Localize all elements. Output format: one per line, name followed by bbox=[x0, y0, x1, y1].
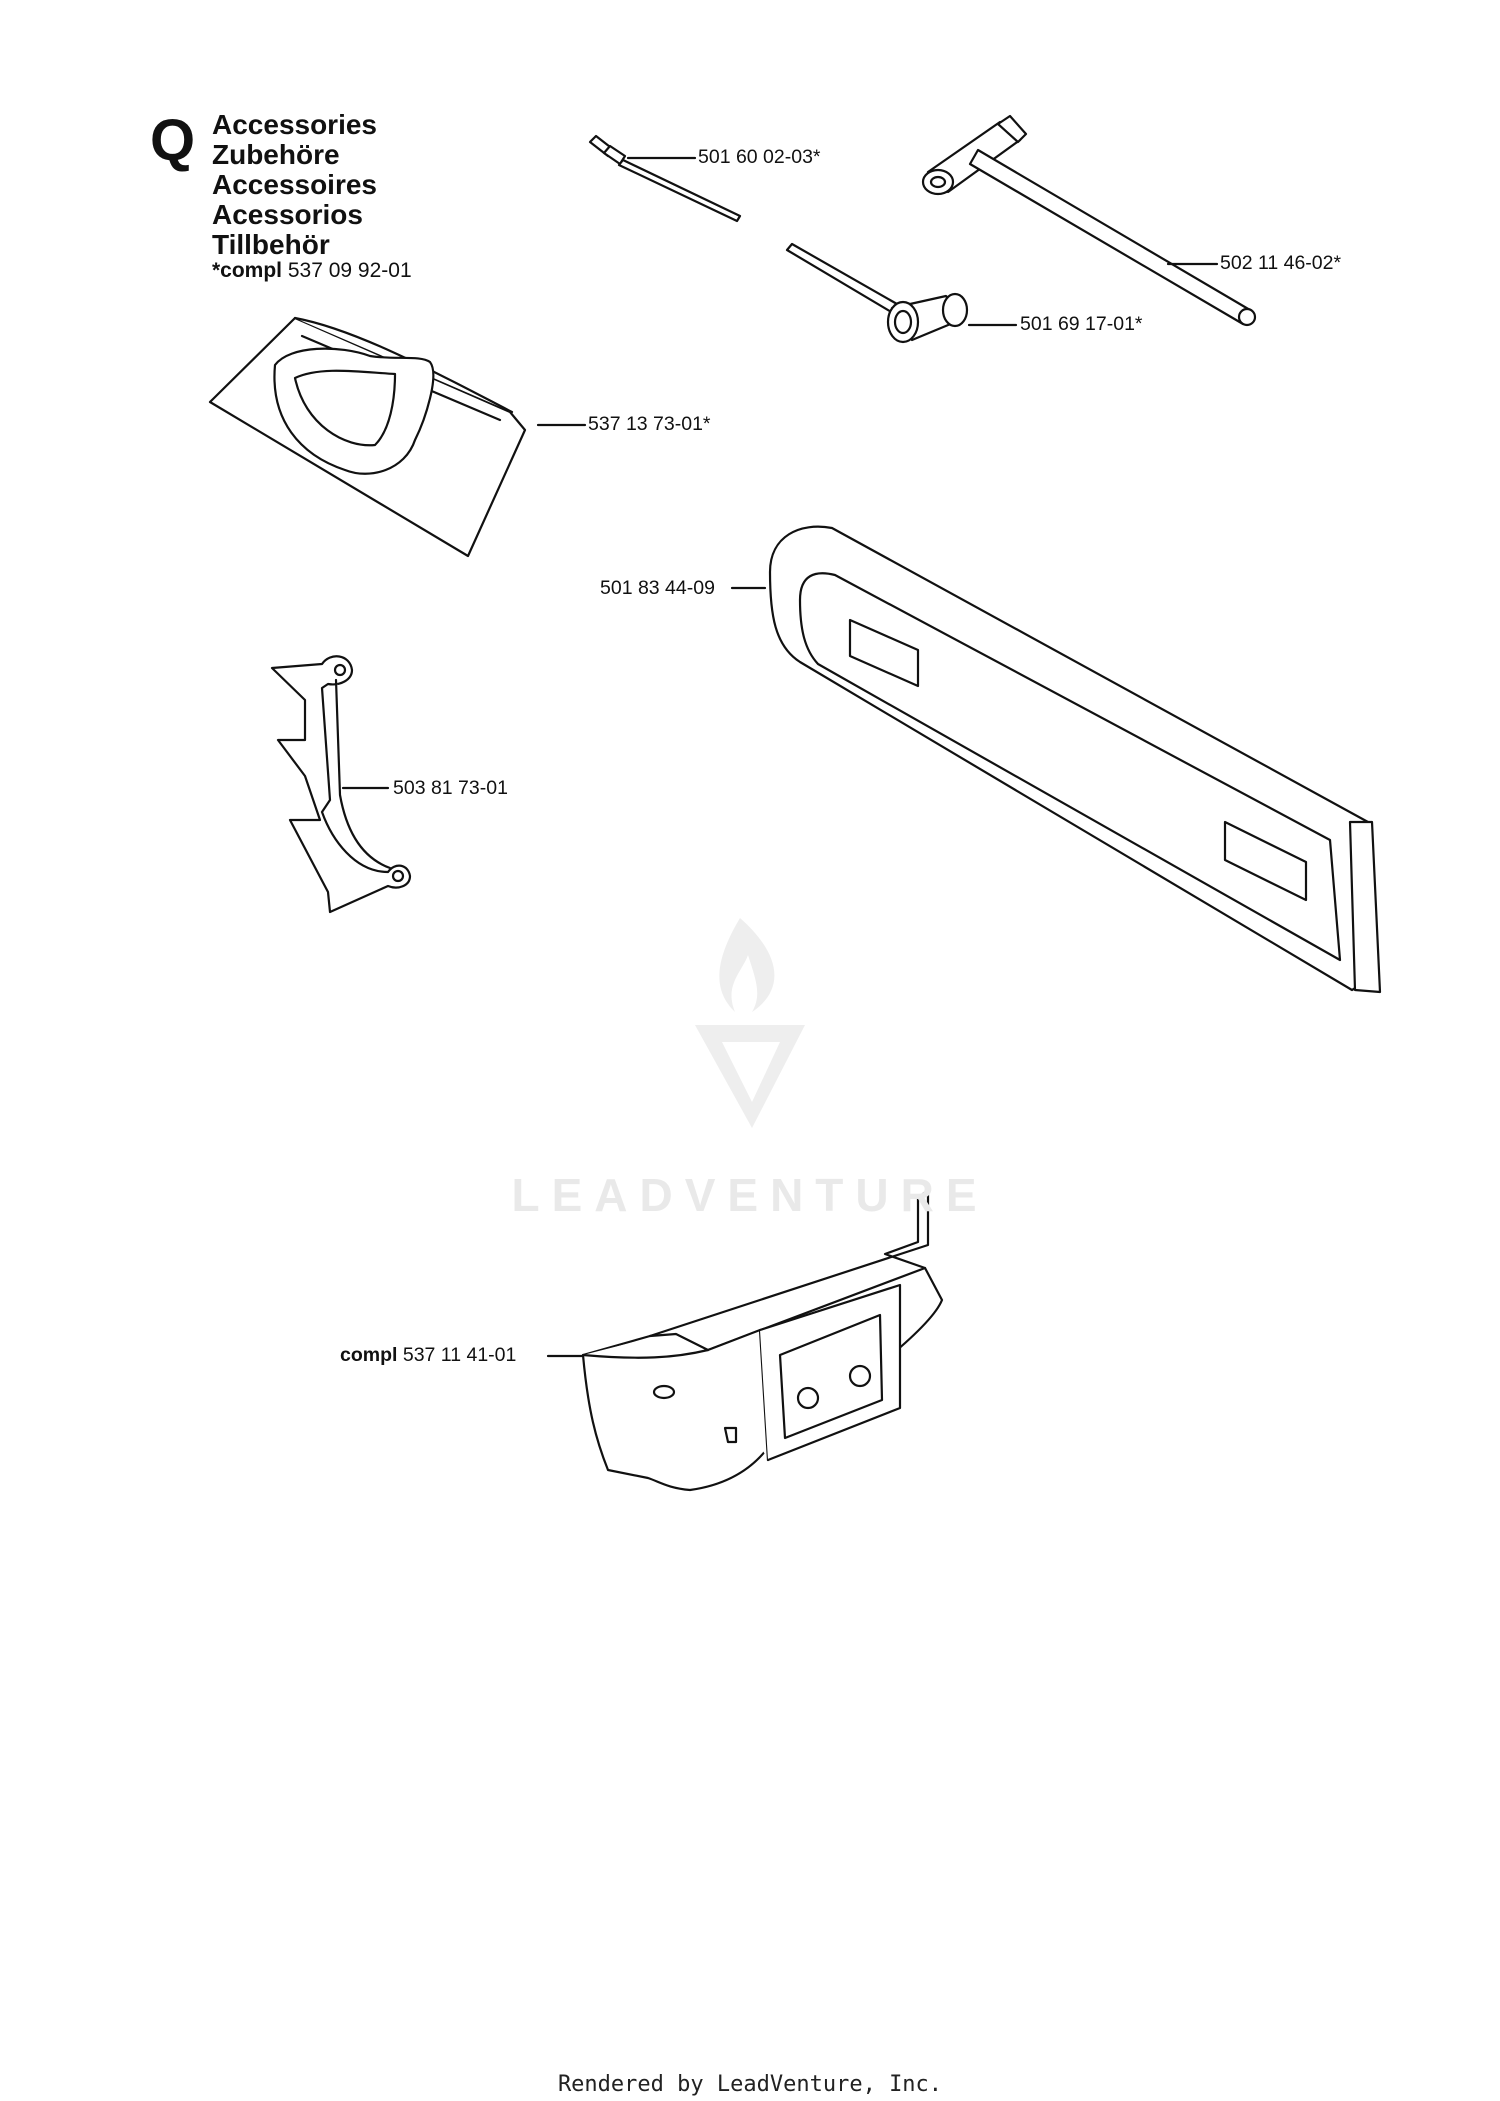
section-letter: Q bbox=[150, 108, 196, 173]
kit-part-number: 537 09 92-01 bbox=[287, 259, 412, 282]
callout-t-wrench[interactable]: 502 11 46-02* bbox=[1220, 252, 1342, 274]
combination-wrench-drawing bbox=[785, 242, 1018, 344]
title-en: Accessories bbox=[212, 109, 378, 140]
file-drawing bbox=[588, 134, 742, 223]
cover-part-number: 537 11 41-01 bbox=[402, 1344, 517, 1366]
t-wrench-drawing bbox=[921, 114, 1257, 327]
bar-cover-drawing bbox=[730, 525, 1382, 994]
callout-file[interactable]: 501 60 02-03* bbox=[698, 146, 821, 168]
kit-prefix: *compl bbox=[212, 259, 283, 282]
title-pt: Acessorios bbox=[212, 199, 363, 230]
callout-bumper-spike[interactable]: 503 81 73-01 bbox=[393, 777, 508, 799]
title-fr: Accessoires bbox=[212, 169, 378, 200]
watermark-text: LEADVENTURE bbox=[511, 1169, 989, 1221]
kit-number: *compl 537 09 92-01 bbox=[212, 260, 412, 281]
callout-combination-wrench[interactable]: 501 69 17-01* bbox=[1020, 313, 1143, 335]
callout-tool-bag[interactable]: 537 13 73-01* bbox=[588, 413, 711, 435]
callout-sprocket-cover[interactable]: compl 537 11 41-01 bbox=[340, 1344, 517, 1366]
callout-bar-cover[interactable]: 501 83 44-09 bbox=[600, 577, 715, 599]
section-titles: Accessories Zubehöre Accessoires Acessor… bbox=[212, 110, 377, 260]
cover-prefix: compl bbox=[340, 1344, 398, 1366]
title-de: Zubehöre bbox=[212, 139, 340, 170]
footer-text: Rendered by LeadVenture, Inc. bbox=[557, 2072, 943, 2097]
title-sv: Tillbehör bbox=[212, 229, 330, 260]
watermark-logo-icon bbox=[695, 918, 805, 1128]
sprocket-cover-drawing bbox=[546, 1188, 944, 1492]
bumper-spike-drawing bbox=[270, 655, 412, 914]
tool-bag-drawing bbox=[208, 316, 587, 558]
